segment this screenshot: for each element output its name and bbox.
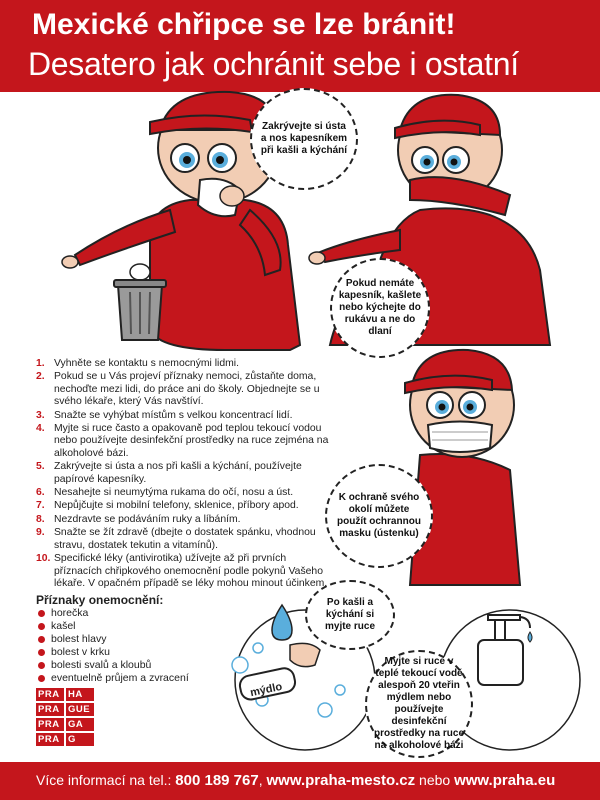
list-item: 5.Zakrývejte si ústa a nos při kašli a k… — [36, 461, 302, 485]
list-item: eventuelně průjem a zvracení — [36, 672, 189, 685]
bubble-mask: K ochraně svého okolí můžete použít ochr… — [325, 464, 433, 568]
list-item: bolest hlavy — [36, 633, 189, 646]
list-item: kašel — [36, 620, 189, 633]
list-item: 2.Pokud se u Vás projeví příznaky nemoci… — [36, 371, 320, 408]
character-mask-illustration — [404, 348, 522, 586]
footer-banner: Více informací na tel.: 800 189 767, www… — [0, 762, 600, 800]
list-item: 6.Nesahejte si neumytýma rukama do očí, … — [36, 487, 294, 499]
footer-contact: Více informací na tel.: 800 189 767, www… — [36, 772, 556, 789]
list-item: 7.Nepůjčujte si mobilní telefony, skleni… — [36, 500, 299, 512]
bubble-cover-mouth: Zakrývejte si ústa a nos kapesníkem při … — [250, 88, 358, 190]
website-link-praha-mesto[interactable]: www.praha-mesto.cz — [266, 772, 416, 789]
bubble-wash-hands: Po kašli a kýchání si myjte ruce — [305, 580, 395, 650]
soap-dispenser-icon — [439, 609, 581, 751]
symptoms-list: horečka kašel bolest hlavy bolest v krku… — [36, 607, 189, 685]
praha-logo: PRA HA PRA GUE PRA GA PRA G — [36, 688, 96, 748]
trash-bin-icon — [113, 263, 167, 341]
list-item: 9.Snažte se žít zdravě (dbejte o dostate… — [36, 527, 316, 551]
character-sneezing-illustration — [61, 90, 302, 351]
header-banner: Mexické chřipce se lze bránit! Desatero … — [0, 0, 600, 92]
list-item: horečka — [36, 607, 189, 620]
page-subtitle: Desatero jak ochránit sebe i ostatní — [28, 46, 519, 82]
symptoms-title: Příznaky onemocnění: — [36, 593, 164, 607]
list-item: bolesti svalů a kloubů — [36, 659, 189, 672]
list-item: 8.Nezdravte se podáváním ruky a líbáním. — [36, 513, 241, 525]
list-item: bolest v krku — [36, 646, 189, 659]
list-item: 4.Myjte si ruce často a opakovaně pod te… — [36, 423, 329, 459]
rules-list: 1.Vyhněte se kontaktu s nemocnými lidmi.… — [36, 358, 336, 591]
phone-number: 800 189 767 — [175, 772, 259, 789]
page-title: Mexické chřipce se lze bránit! — [32, 8, 456, 41]
website-link-praha-eu[interactable]: www.praha.eu — [454, 772, 556, 789]
bubble-warm-water: Myjte si ruce v teplé tekoucí vodě alesp… — [365, 650, 473, 758]
soap-bubbles-illustration — [231, 603, 376, 751]
list-item: 3.Snažte se vyhýbat místům s velkou konc… — [36, 409, 293, 421]
list-item: 10.Specifické léky (antivirotika) užívej… — [36, 553, 328, 589]
bubble-sleeve: Pokud nemáte kapesník, kašlete nebo kých… — [330, 258, 430, 358]
list-item: 1.Vyhněte se kontaktu s nemocnými lidmi. — [36, 358, 239, 369]
